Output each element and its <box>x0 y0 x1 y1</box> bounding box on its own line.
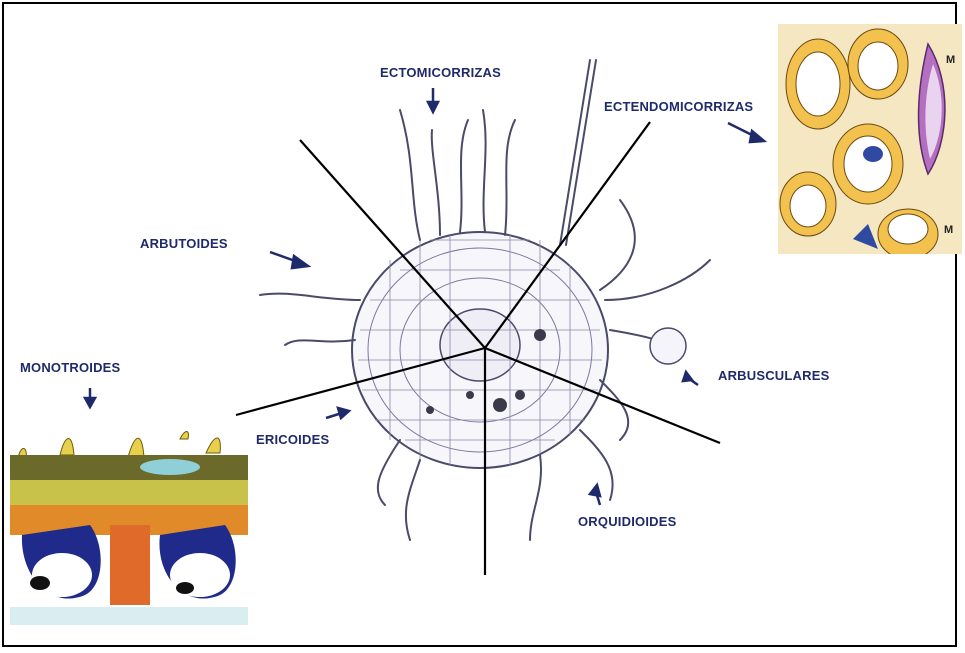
monotropoid-inset-drawing <box>10 425 248 625</box>
label-arbusculares: ARBUSCULARES <box>718 368 829 383</box>
m-label-top: M <box>946 54 955 66</box>
label-ectomicorrizas: ECTOMICORRIZAS <box>380 65 501 80</box>
label-arbutoides: ARBUTOIDES <box>140 236 228 251</box>
m-label-bottom: M <box>944 224 953 236</box>
label-ectendomicorrizas: ECTENDOMICORRIZAS <box>604 99 753 114</box>
ectendomycorrhiza-inset: M M <box>778 24 962 254</box>
monotropoid-inset <box>10 425 248 625</box>
label-orquidioides: ORQUIDIOIDES <box>578 514 676 529</box>
label-monotroides: MONOTROIDES <box>20 360 120 375</box>
label-ericoides: ERICOIDES <box>256 432 329 447</box>
vesicle <box>650 328 686 364</box>
ectendomycorrhiza-inset-drawing <box>778 24 962 254</box>
